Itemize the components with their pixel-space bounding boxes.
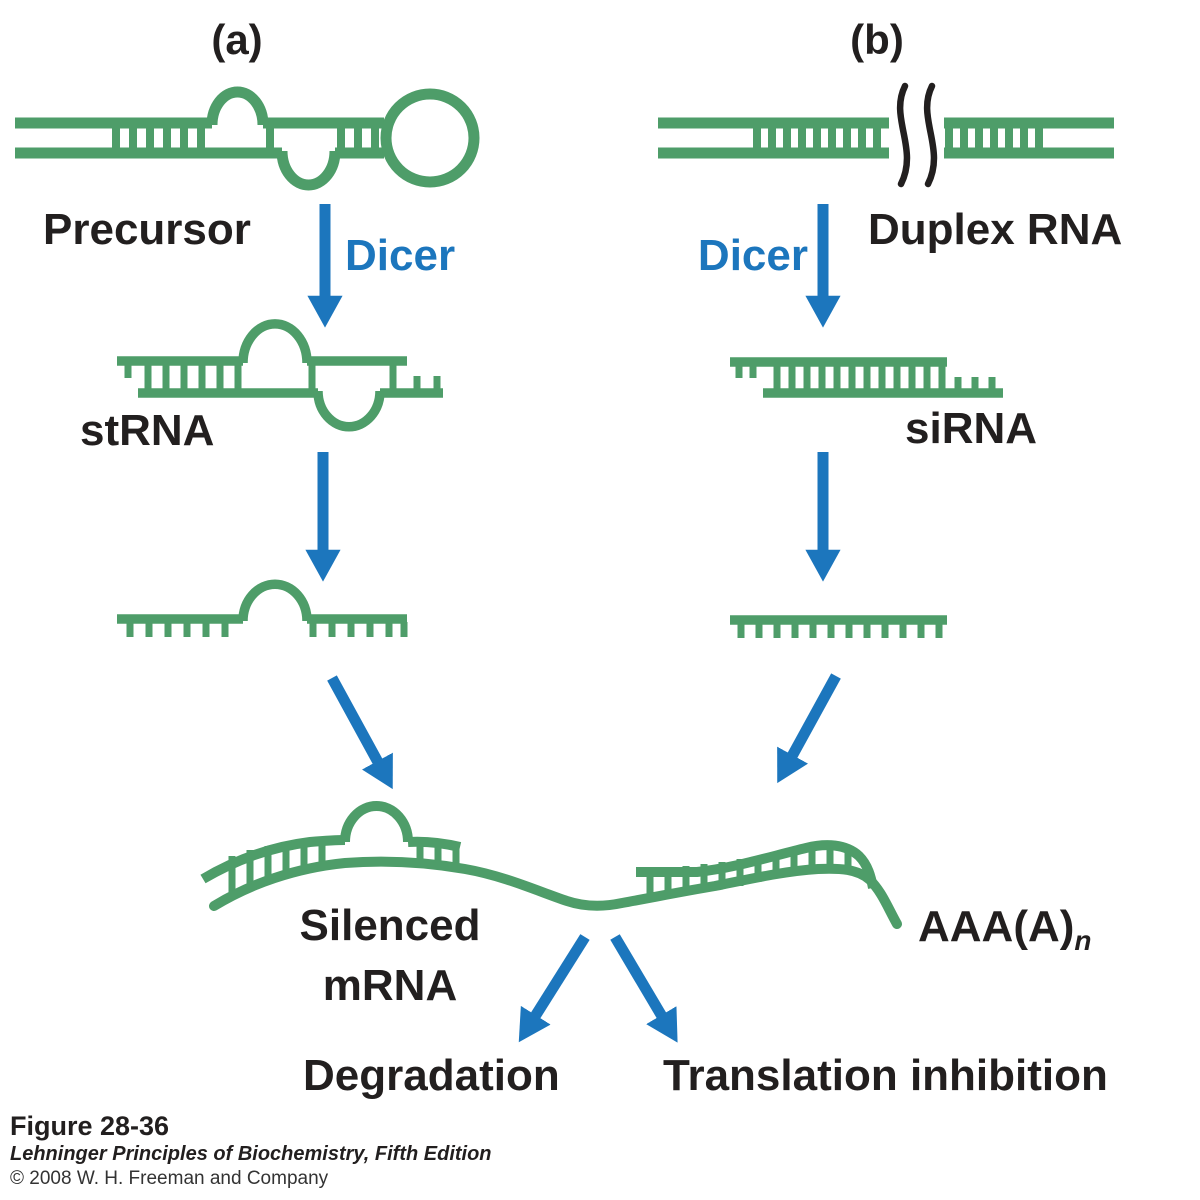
book-title: Lehninger Principles of Biochemistry, Fi… — [10, 1143, 492, 1165]
converge-arrow-b-icon — [777, 673, 841, 784]
duplex-rna-label: Duplex RNA — [868, 205, 1123, 254]
silenced-mrna-label-line2: mRNA — [322, 961, 458, 1010]
figure-number: Figure 28-36 — [10, 1111, 170, 1141]
translation-inhibition-arrow-icon — [610, 934, 678, 1043]
poly-a-tail-label: AAA(A)n — [918, 902, 1092, 956]
silenced-mrna-label-line1: Silenced — [299, 901, 481, 950]
poly-a-tail-subscript: n — [1074, 925, 1092, 956]
dicer-label-a: Dicer — [345, 231, 456, 280]
sirna-structure — [730, 357, 1003, 398]
mature-sirna-strand — [730, 615, 947, 638]
mature-strna-strand — [117, 579, 408, 637]
strna-structure — [117, 319, 443, 432]
translation-inhibition-label: Translation inhibition — [663, 1051, 1108, 1100]
duplex-rna-structure — [658, 117, 1114, 159]
dicer-label-b: Dicer — [697, 231, 808, 280]
precursor-structure — [15, 86, 480, 191]
poly-a-tail-main: AAA(A) — [918, 902, 1075, 951]
panel-b-label: (b) — [850, 16, 904, 63]
strna-label: stRNA — [80, 406, 215, 455]
converge-arrow-a-icon — [327, 675, 393, 790]
degradation-arrow-icon — [518, 934, 590, 1043]
strand-break-marks — [897, 82, 938, 188]
degradation-label: Degradation — [303, 1051, 560, 1100]
sirna-label: siRNA — [905, 404, 1038, 453]
copyright-line: © 2008 W. H. Freeman and Company — [10, 1168, 329, 1189]
silenced-mrna-structure — [200, 801, 902, 929]
panel-a-label: (a) — [211, 16, 263, 63]
precursor-label: Precursor — [43, 205, 251, 254]
